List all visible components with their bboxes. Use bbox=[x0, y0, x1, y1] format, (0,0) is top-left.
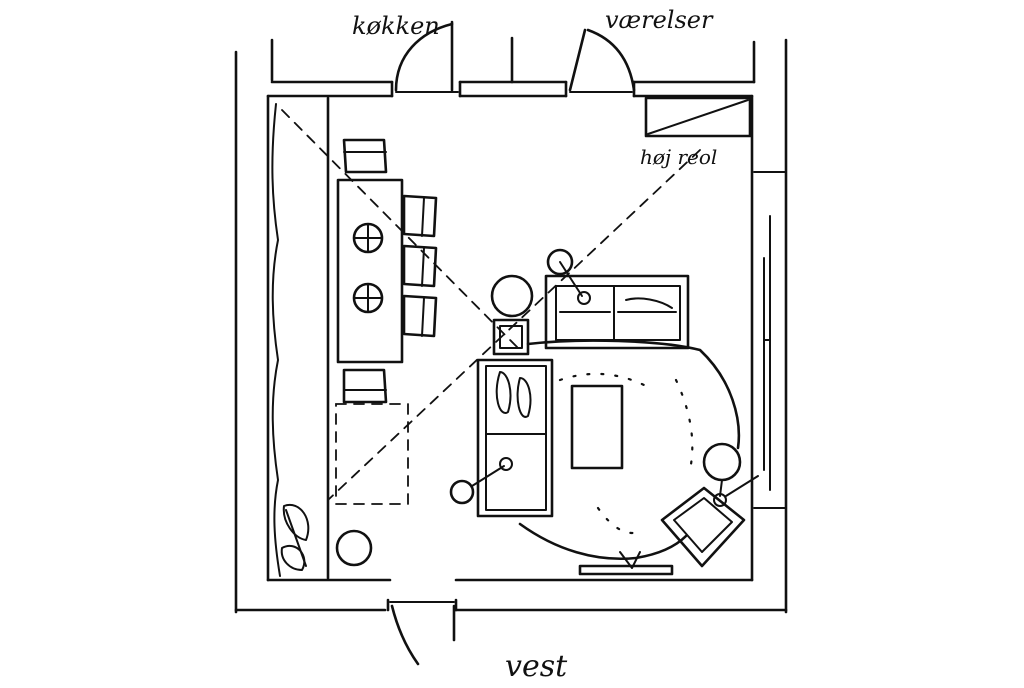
side-lamp bbox=[490, 274, 534, 318]
coffee-table bbox=[570, 384, 624, 470]
plant-icon bbox=[280, 503, 310, 571]
dining-rug bbox=[335, 403, 409, 505]
armchair-lamp-icon bbox=[702, 442, 759, 507]
radiator bbox=[578, 551, 674, 576]
outer-walls bbox=[234, 36, 788, 614]
round-pouf bbox=[335, 529, 373, 567]
label-rooms: værelser bbox=[605, 6, 714, 34]
west-door bbox=[386, 598, 458, 666]
label-high-cabinet: høj reol bbox=[640, 145, 717, 169]
dining-table bbox=[336, 178, 404, 364]
left-bench bbox=[271, 96, 330, 580]
dining-chairs bbox=[342, 138, 438, 404]
kitchen-door bbox=[390, 20, 462, 98]
lamp-icon bbox=[546, 248, 591, 305]
shelf-lamp-icon bbox=[449, 457, 513, 505]
room-outline bbox=[266, 94, 754, 582]
rooms-door bbox=[564, 28, 636, 98]
shelving-unit bbox=[476, 358, 554, 518]
tv bbox=[492, 318, 530, 356]
sofa bbox=[544, 274, 690, 350]
label-west: vest bbox=[505, 649, 568, 684]
high-cabinet bbox=[644, 96, 752, 138]
armchair bbox=[660, 486, 746, 568]
right-windows bbox=[753, 171, 787, 509]
